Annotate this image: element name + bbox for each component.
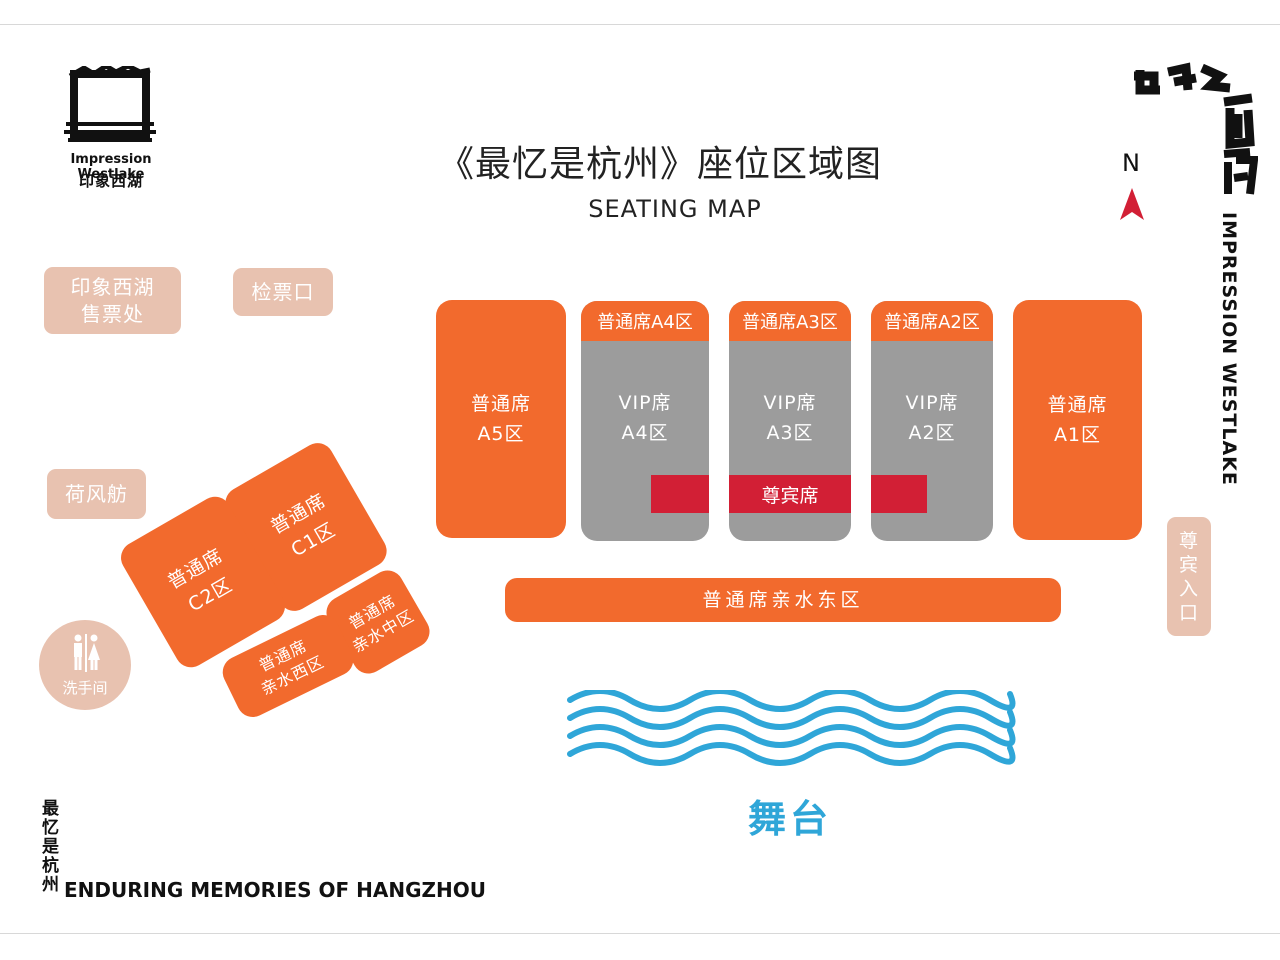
map-frame [0,24,1280,934]
logo: Impression Westlake 印象西湖 [34,66,184,196]
ticket-office[interactable]: 印象西湖 售票处 [44,267,181,334]
zone-a5[interactable]: 普通席 A5区 [436,300,566,538]
page-title: 《最忆是杭州》座位区域图 [437,144,882,185]
stage-label: 舞台 [747,796,832,841]
north-arrow-icon [1120,188,1144,220]
calligraphy-brand-icon [1134,62,1258,195]
logo-name-en: Impression Westlake [70,152,152,182]
zone-a4-honored-block [651,475,709,513]
page-subtitle: SEATING MAP [588,195,762,223]
zone-a3-vip: VIP席 A3区 [763,392,817,444]
zone-a2-header: 普通席A2区 [871,301,993,341]
logo-mark-icon [64,66,156,142]
restroom[interactable]: 洗手间 [39,620,131,710]
zone-a3-header: 普通席A3区 [729,301,851,341]
footer-slogan-cn: 最忆是杭州 [42,799,59,895]
zone-a3-honored[interactable]: 尊宾席 [729,475,851,513]
restroom-icon [74,634,100,672]
zone-a2-vip: VIP席 A2区 [905,392,959,444]
zone-a4[interactable]: 普通席A4区 VIP席 A4区 [581,301,709,541]
hefeng-boat[interactable]: 荷风舫 [47,469,146,519]
restroom-label: 洗手间 [62,678,108,697]
zone-a4-vip: VIP席 A4区 [618,392,672,444]
zone-a2[interactable]: 普通席A2区 VIP席 A2区 [871,301,993,541]
zone-a1[interactable]: 普通席 A1区 [1013,300,1142,540]
logo-name-cn: 印象西湖 [78,172,143,190]
footer-slogan-en: ENDURING MEMORIES OF HANGZHOU [64,878,487,902]
ticket-check[interactable]: 检票口 [233,268,333,316]
zone-a3[interactable]: 普通席A3区 VIP席 A3区 尊宾席 [729,301,851,541]
brand-vertical-en: IMPRESSION WESTLAKE [1218,212,1240,486]
north-label: N [1122,149,1140,177]
water-waves-icon [567,690,1016,766]
zone-a4-header: 普通席A4区 [581,301,709,341]
vip-entrance[interactable]: 尊 宾 入 口 [1167,517,1211,636]
zone-a2-honored-block [871,475,927,513]
zone-east-waterside[interactable]: 普通席亲水东区 [505,578,1061,622]
